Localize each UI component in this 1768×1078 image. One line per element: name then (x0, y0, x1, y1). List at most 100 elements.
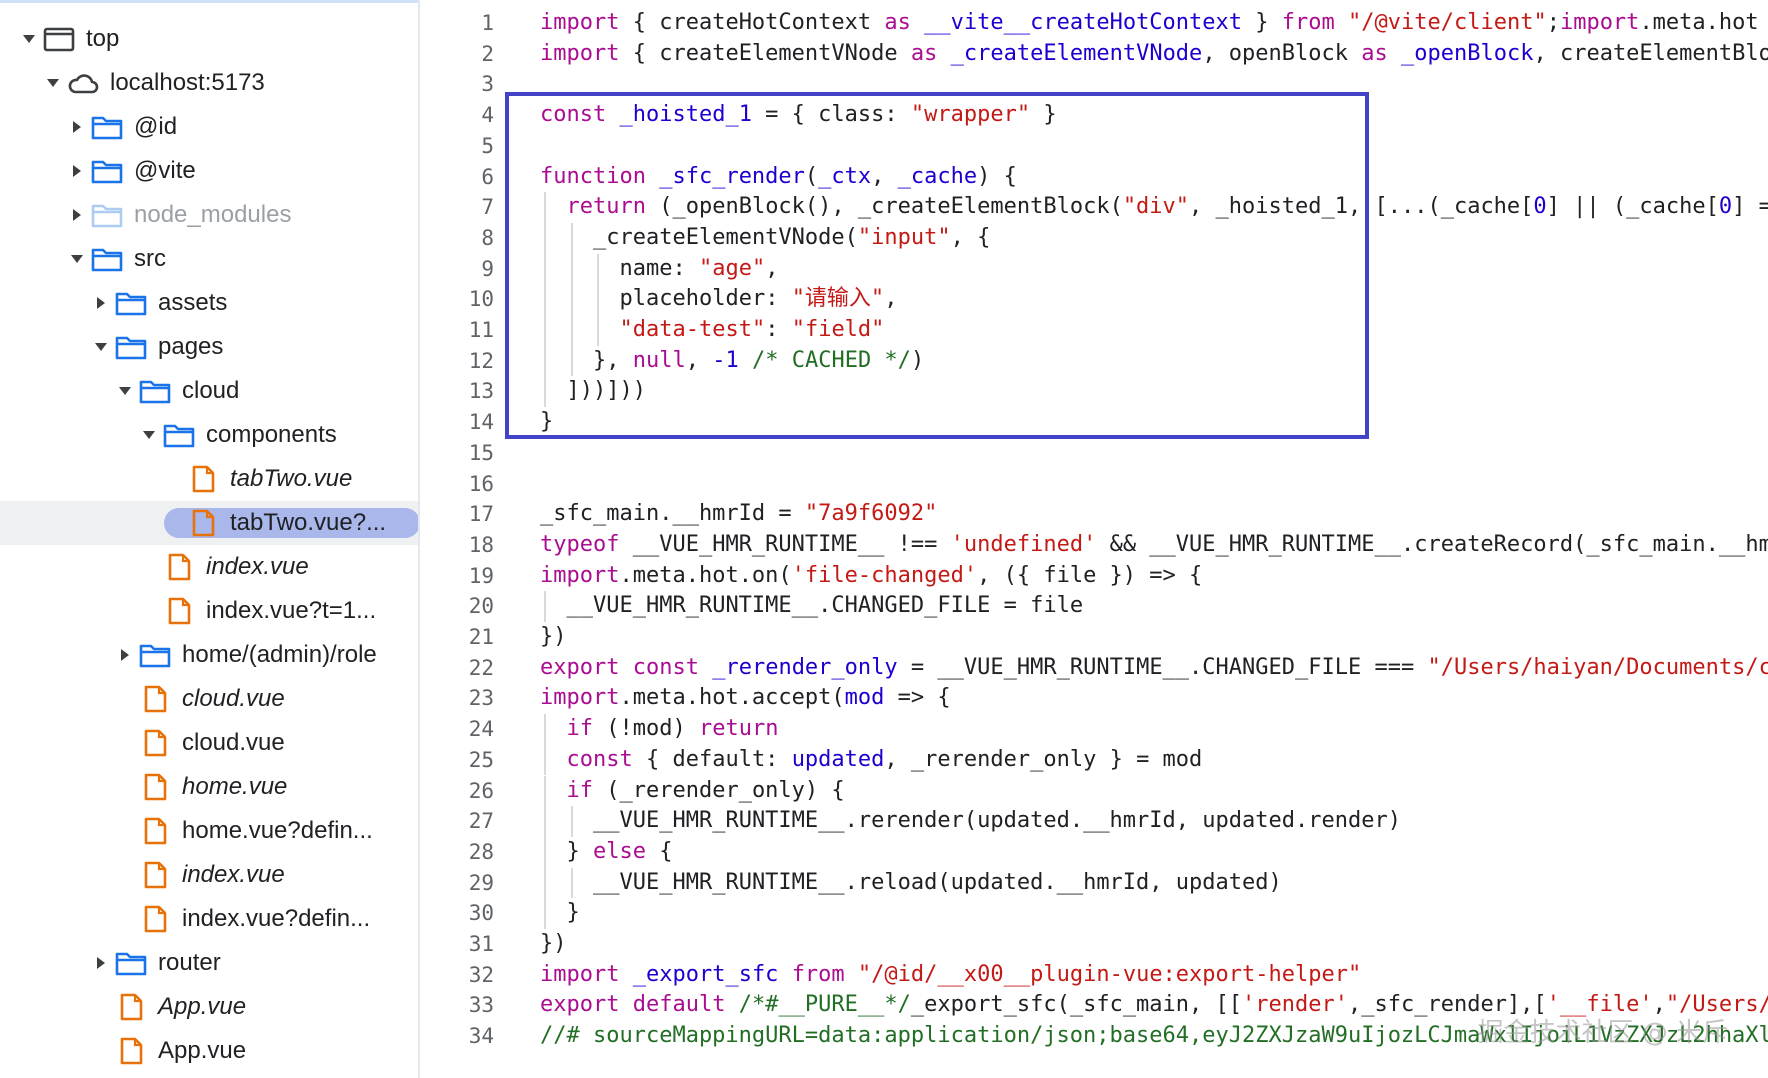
expanded-arrow-icon[interactable] (138, 424, 160, 446)
line-number: 28 (468, 839, 494, 864)
code-token: , createElementBlo (1533, 40, 1768, 66)
tree-item-cloud-vue[interactable]: cloud.vue (0, 677, 418, 721)
folder-icon (114, 332, 148, 362)
code-token: ; (1546, 10, 1560, 35)
folder-icon (90, 200, 124, 230)
tree-item-home-admin-role[interactable]: home/(admin)/role (0, 633, 418, 677)
collapsed-arrow-icon[interactable] (66, 116, 88, 138)
file-icon (162, 552, 196, 582)
tree-item-node-modules[interactable]: node_modules (0, 193, 418, 237)
tree-item-cloud[interactable]: cloud (0, 369, 418, 413)
code-token: _sfc_render (659, 163, 805, 189)
code-token: && __VUE_HMR_RUNTIME__.createRecord(_sfc… (1096, 531, 1768, 557)
code-token: 0 (1533, 194, 1547, 220)
tree-item-label: App.vue (158, 993, 247, 1020)
tree-item-tabtwo-vue[interactable]: tabTwo.vue?... (0, 501, 418, 545)
code-token: "div" (1122, 194, 1190, 220)
collapsed-arrow-icon[interactable] (90, 952, 112, 974)
code-token: _hoisted_1 (619, 102, 752, 128)
tree-item-router[interactable]: router (0, 941, 418, 985)
file-icon (114, 992, 148, 1022)
code-token (646, 164, 659, 189)
tree-item-label: src (134, 245, 166, 272)
cloud-icon (66, 68, 100, 98)
code-token: const (540, 102, 607, 128)
code-token: , (871, 163, 898, 189)
tree-item-tabtwo-vue[interactable]: tabTwo.vue (0, 457, 418, 501)
tree-item-app-vue[interactable]: App.vue (0, 985, 418, 1029)
tree-item-label: tabTwo.vue (230, 465, 353, 492)
tree-item-id[interactable]: @id (0, 105, 418, 149)
code-token: _createElementVNode (950, 40, 1203, 66)
code-token (619, 962, 632, 987)
tree-item-index-vue[interactable]: index.vue (0, 853, 418, 897)
line-number: 31 (468, 932, 494, 956)
code-text: _sfc_main.__hmrId = "7a9f6092" (540, 499, 937, 530)
indent-guide (570, 284, 573, 315)
code-text: import.meta.hot.on('file-changed', ({ fi… (540, 561, 1202, 592)
tree-item-components[interactable]: components (0, 413, 418, 457)
expanded-arrow-icon[interactable] (114, 380, 136, 402)
collapsed-arrow-icon[interactable] (114, 644, 136, 666)
expanded-arrow-icon[interactable] (90, 336, 112, 358)
tree-item-index-vue-defin[interactable]: index.vue?defin... (0, 897, 418, 941)
tree-item-index-vue[interactable]: index.vue (0, 545, 418, 589)
code-line: 29 __VUE_HMR_RUNTIME__.reload(updated.__h… (420, 867, 1768, 899)
code-token: , openBlock (1202, 40, 1362, 66)
tree-item-pages[interactable]: pages (0, 325, 418, 369)
tree-item-assets[interactable]: assets (0, 281, 418, 325)
code-token: __VUE_HMR_RUNTIME__.reload(updated.__hmr… (593, 869, 1282, 895)
code-text: typeof __VUE_HMR_RUNTIME__ !== 'undefine… (540, 530, 1768, 561)
code-token: _createElementVNode( (593, 224, 858, 250)
tree-item-index-vue-t-1[interactable]: index.vue?t=1... (0, 589, 418, 633)
code-text: export const _rerender_only = __VUE_HMR_… (540, 653, 1768, 684)
tree-item-localhost-5173[interactable]: localhost:5173 (0, 61, 418, 105)
indent-guide (570, 222, 573, 254)
collapsed-arrow-icon[interactable] (66, 204, 88, 226)
tree-item-src[interactable]: src (0, 237, 418, 281)
line-number: 24 (468, 717, 494, 742)
expanded-arrow-icon[interactable] (18, 28, 40, 50)
collapsed-arrow-icon[interactable] (66, 160, 88, 182)
code-token: placeholder: (619, 286, 792, 312)
expanded-arrow-icon[interactable] (42, 72, 64, 94)
code-token: _export_sfc (632, 961, 779, 987)
tree-item-home-vue[interactable]: home.vue (0, 765, 418, 809)
file-icon (138, 684, 172, 714)
code-line: 3 (420, 69, 1768, 100)
code-token: "/@vite/client" (1348, 10, 1547, 35)
code-token: 'render' (1242, 992, 1348, 1018)
code-token: { (645, 838, 673, 864)
line-number: 29 (468, 870, 494, 895)
indent-guide (544, 867, 546, 899)
watermark: 掘金技术社区 @ 米斥 (1477, 1018, 1728, 1048)
indent-guide (570, 253, 573, 285)
code-token: as (884, 10, 911, 35)
code-token: "age" (698, 255, 766, 281)
folder-icon (114, 288, 148, 318)
tree-item-label: components (206, 421, 337, 448)
code-token: = { class: (751, 102, 911, 128)
tree-item-cloud-vue[interactable]: cloud.vue (0, 721, 418, 765)
tree-item-top[interactable]: top (0, 17, 418, 61)
tree-item-vite[interactable]: @vite (0, 149, 418, 193)
collapsed-arrow-icon[interactable] (90, 292, 112, 314)
file-icon (138, 860, 172, 890)
tree-item-app-vue[interactable]: App.vue (0, 1029, 418, 1073)
code-token: import (540, 961, 620, 987)
expanded-arrow-icon[interactable] (66, 248, 88, 270)
code-token: ] || (_cache[ (1546, 194, 1719, 220)
tree-item-home-vue-defin[interactable]: home.vue?defin... (0, 809, 418, 853)
code-text: import { createElementVNode as _createEl… (540, 39, 1768, 70)
file-icon (186, 464, 220, 494)
code-token: ,_sfc_render],[ (1348, 992, 1547, 1018)
code-token: "/Users/ (1665, 992, 1768, 1018)
indent-guide (544, 222, 546, 254)
code-token: "/@id/__x00__plugin-vue:export-helper" (857, 961, 1362, 987)
